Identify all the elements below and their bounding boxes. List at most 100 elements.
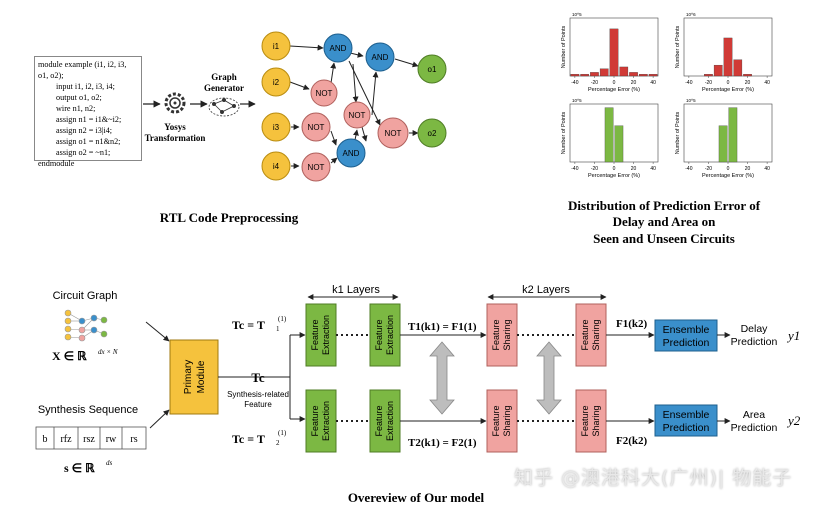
- not-node: [343, 101, 371, 129]
- rtl-code-box: module example (i1, i2, i3, o1, o2); inp…: [34, 56, 142, 168]
- fs-label: Feature: [580, 405, 590, 436]
- exchange-arrow: [536, 341, 562, 415]
- ensemble-prediction-block: [654, 319, 718, 352]
- histogram-bar: [743, 74, 752, 77]
- seq-cell: rw: [106, 434, 117, 445]
- x-equation: X ∈ ℝ: [52, 349, 87, 363]
- fe-label: Feature: [310, 319, 320, 350]
- y2-label: y2: [786, 413, 801, 428]
- histogram-bar: [590, 72, 599, 77]
- ens-label: Ensemble: [663, 324, 710, 336]
- feature-sharing-block: [575, 303, 607, 367]
- plot-frame: [569, 103, 659, 163]
- node-label: i1: [273, 42, 280, 51]
- fe-label-2: Extraction: [385, 315, 395, 355]
- x-tick-label: -20: [591, 80, 598, 86]
- edge: [361, 126, 368, 142]
- not-node: [377, 117, 409, 149]
- code-line: assign o2 = ~n1;: [56, 148, 111, 157]
- node-label: NOT: [308, 123, 325, 132]
- t2-equation: T2(k1) = F2(1): [408, 437, 477, 449]
- input-node: [261, 67, 291, 97]
- ens-label: Ensemble: [663, 409, 710, 421]
- fe-label: Feature: [310, 405, 320, 436]
- fe-label-2: Extraction: [321, 401, 331, 441]
- not-node: [301, 112, 331, 142]
- x-tick-label: 20: [631, 166, 637, 172]
- rtl-caption: RTL Code Preprocessing: [160, 210, 299, 225]
- and-node: [365, 42, 395, 72]
- x-axis-label: Percentage Error (%): [702, 173, 754, 179]
- f2-label: F2(k2): [616, 435, 648, 447]
- histogram-bar: [704, 74, 713, 77]
- histogram-bar: [614, 125, 624, 163]
- x-tick-label: 20: [745, 80, 751, 86]
- dist-caption: Seen and Unseen Circuits: [593, 231, 735, 246]
- x-tick-label: 40: [650, 80, 656, 86]
- x-tick-label: 20: [631, 80, 637, 86]
- seq-cell: rs: [130, 434, 137, 445]
- tc-equation: Tc = T: [232, 318, 265, 332]
- fs-label: Feature: [491, 405, 501, 436]
- code-line: o1, o2);: [38, 71, 64, 80]
- fs-label: Feature: [491, 319, 501, 350]
- and-node: [323, 33, 353, 63]
- x-tick-label: -20: [705, 166, 712, 172]
- edge: [330, 130, 338, 146]
- node-label: i3: [273, 123, 280, 132]
- fe-label: Feature: [374, 405, 384, 436]
- delay-prediction-label: Delay: [741, 323, 769, 335]
- code-line: wire n1, n2;: [56, 104, 96, 113]
- y-axis-label: Number of Points: [561, 112, 567, 155]
- tc-superscript: (1): [278, 315, 287, 323]
- fs-label: Feature: [580, 319, 590, 350]
- histogram-bar: [619, 66, 629, 77]
- sequence-table: b rfz rsz rw rs: [35, 426, 147, 450]
- feature-extraction-block: [369, 389, 401, 453]
- output-node: [417, 54, 447, 84]
- x-superscript: dx × N: [98, 348, 118, 356]
- output-node: [417, 118, 447, 148]
- fe-label-2: Extraction: [321, 315, 331, 355]
- histogram-bar: [713, 64, 723, 77]
- x-tick-label: 40: [764, 166, 770, 172]
- node-label: o1: [428, 65, 437, 74]
- code-line: output o1, o2;: [56, 93, 102, 102]
- watermark: 知乎 @澳港科大(广州)| 物能子: [514, 467, 793, 489]
- node-label: i4: [273, 162, 280, 171]
- node-label: NOT: [308, 163, 325, 172]
- seq-cell: rfz: [60, 434, 72, 445]
- synth-feature-label-2: Feature: [244, 400, 272, 409]
- histogram-bar: [728, 107, 738, 163]
- primary-label: Primary: [183, 360, 194, 394]
- te-superscript: (1): [278, 429, 287, 437]
- node-label: AND: [372, 53, 389, 62]
- histogram-bar: [639, 74, 648, 77]
- x-tick-label: -40: [685, 166, 692, 172]
- input-node: [261, 151, 291, 181]
- code-line: endmodule: [38, 159, 75, 168]
- dist-caption: Distribution of Prediction Error of: [568, 198, 761, 213]
- overview-caption: Overeview of Our model: [348, 490, 485, 505]
- ens-label-2: Prediction: [663, 422, 710, 434]
- histogram-bar: [599, 68, 609, 77]
- yosys-label-2: Transformation: [145, 133, 206, 143]
- input-node: [261, 112, 291, 142]
- node-label: NOT: [316, 89, 333, 98]
- edge: [330, 157, 338, 164]
- te-equation: Tc = T: [232, 432, 265, 446]
- s-equation: s ∈ ℝ: [64, 461, 95, 475]
- x-tick-label: -40: [685, 80, 692, 86]
- x-tick-label: 20: [745, 166, 751, 172]
- feature-extraction-block: [369, 303, 401, 367]
- fs-label-2: Sharing: [502, 405, 512, 436]
- node-label: o2: [428, 129, 437, 138]
- feature-sharing-block: [486, 303, 518, 367]
- ens-label-2: Prediction: [663, 337, 710, 349]
- fe-label: Feature: [374, 319, 384, 350]
- x-tick-label: 0: [613, 80, 616, 86]
- tc-subscript: 1: [276, 325, 280, 333]
- edge: [371, 71, 379, 116]
- synthesis-seq-label: Synthesis Sequence: [38, 404, 138, 416]
- x-tick-label: 40: [764, 80, 770, 86]
